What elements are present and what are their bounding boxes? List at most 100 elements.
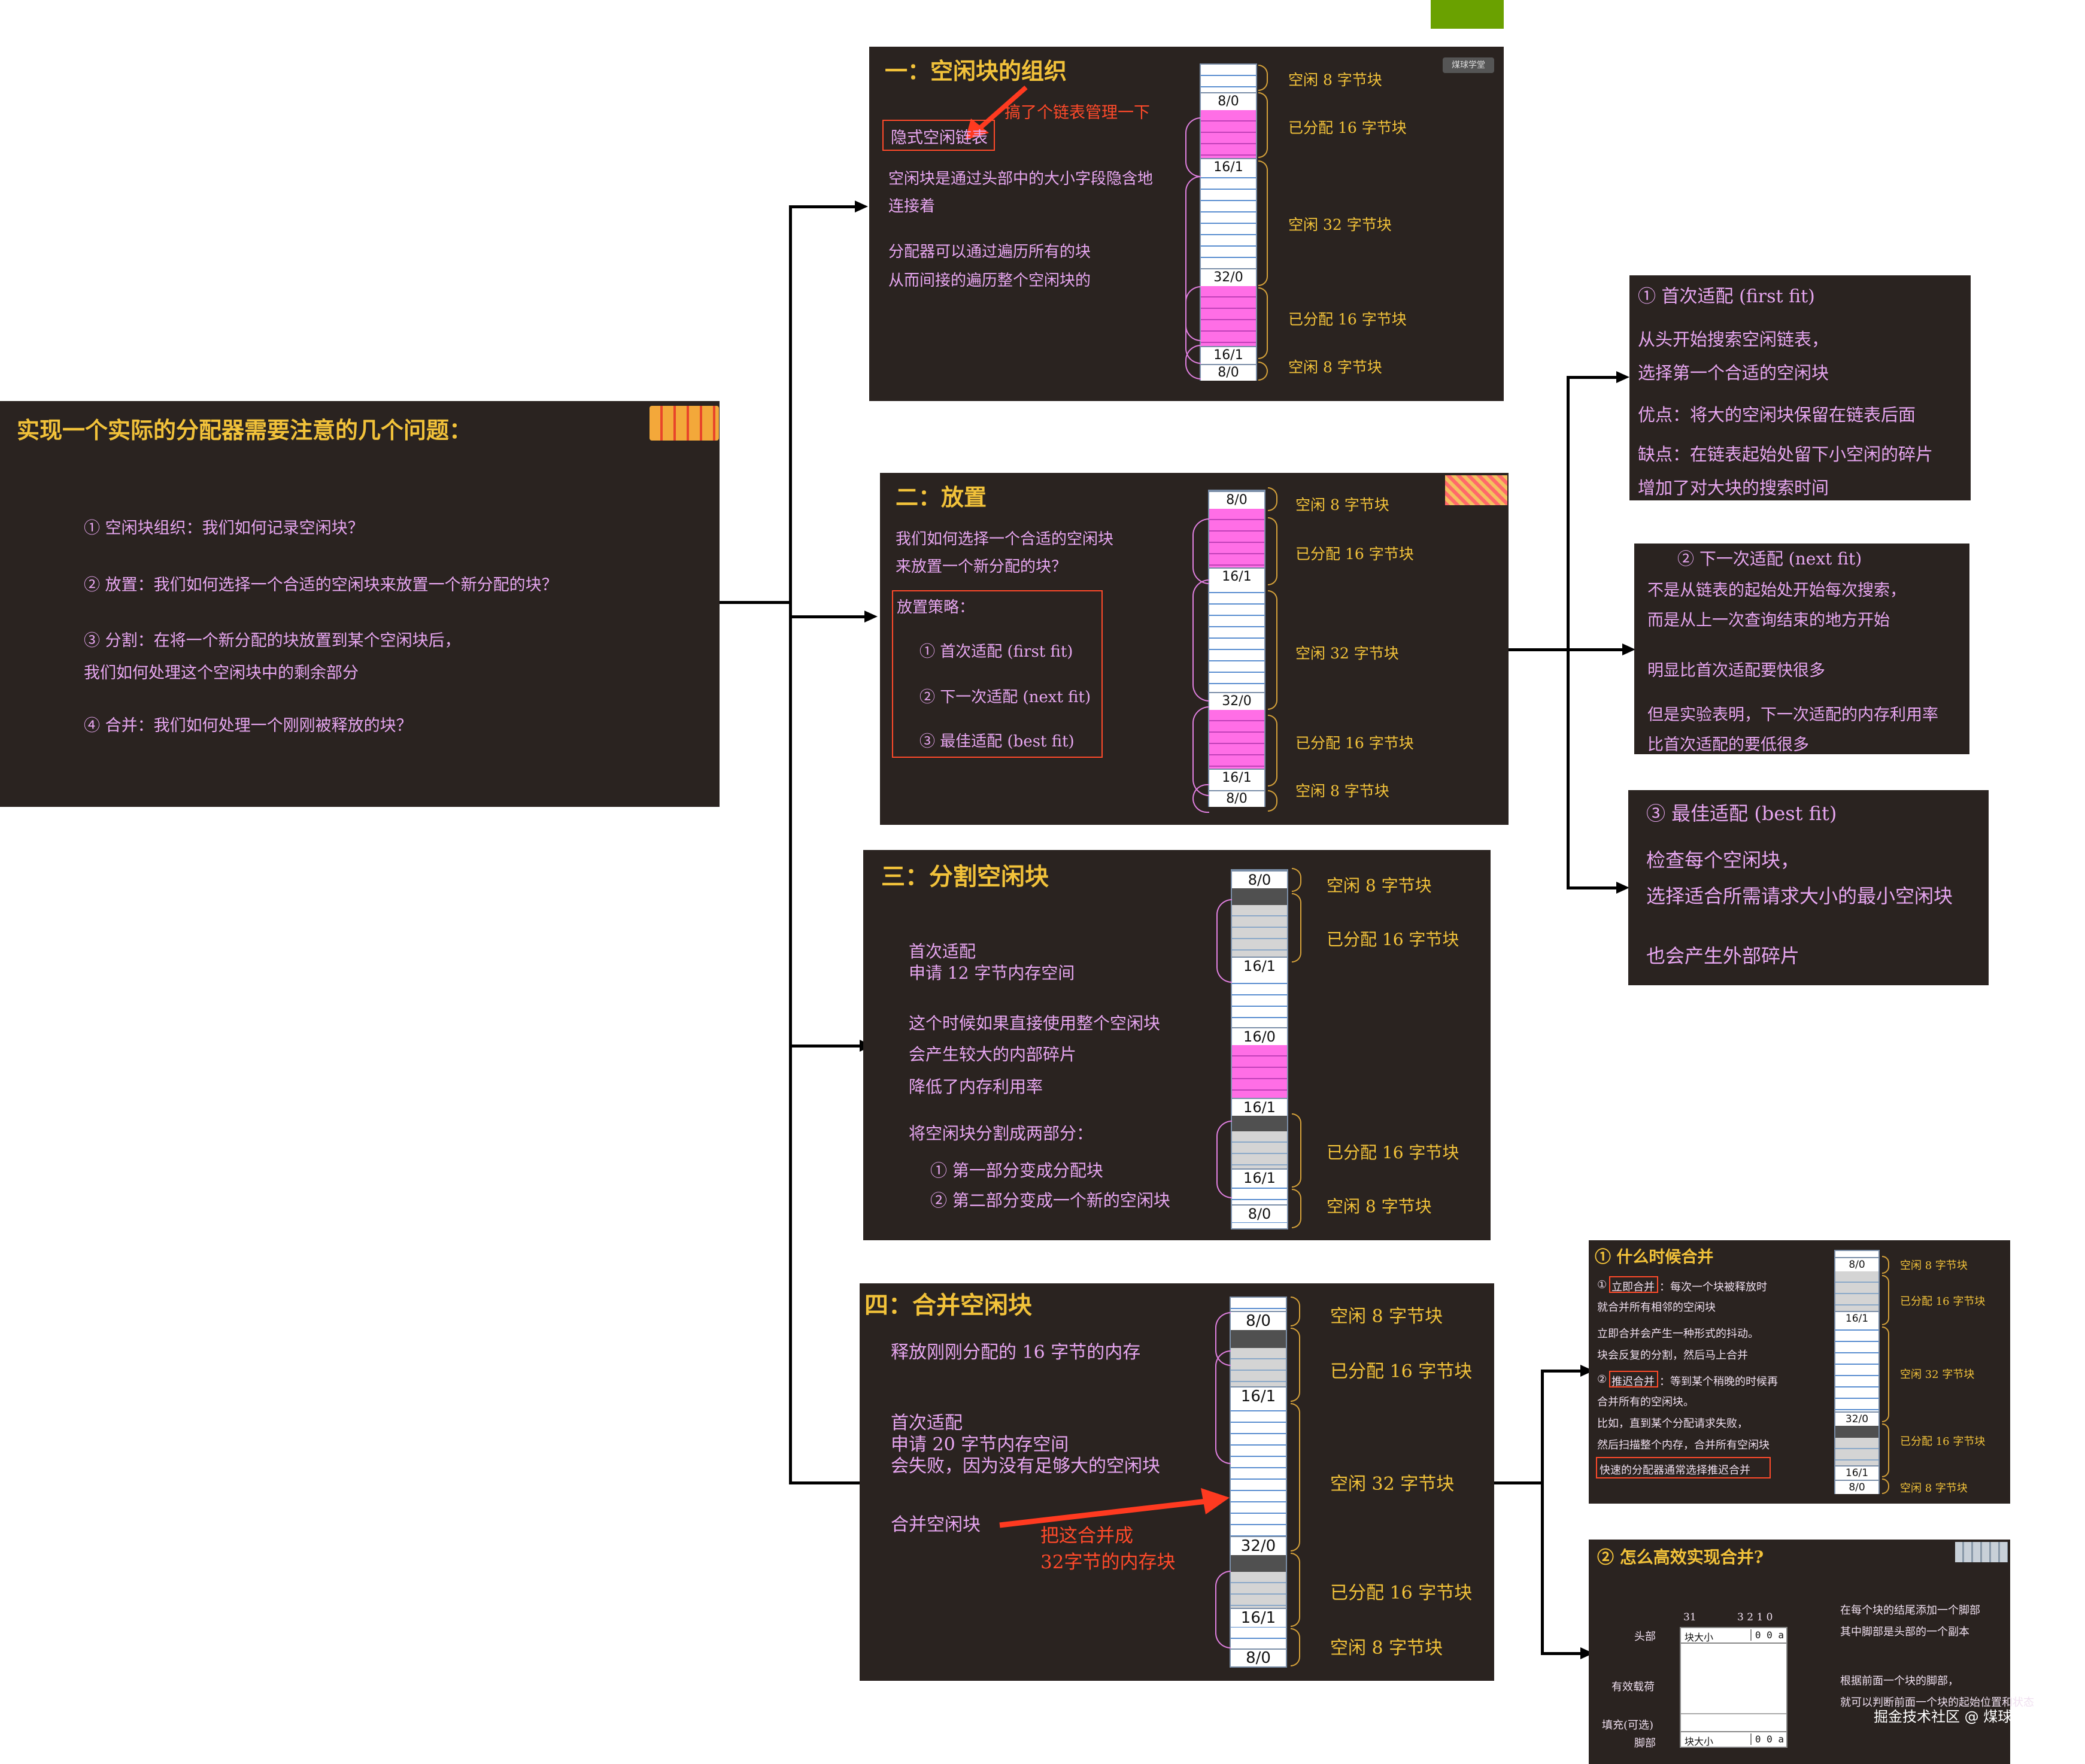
bf-l2: 选择适合所需请求大小的最小空闲块 bbox=[1646, 885, 1953, 907]
w1-size-label: 空闲 8 字节块 bbox=[1900, 1259, 1968, 1272]
s4-c1: 合并空闲块 bbox=[891, 1514, 981, 1535]
s1-block-label: 8/0 bbox=[1201, 92, 1256, 110]
s3-block-label: 8/0 bbox=[1232, 1204, 1287, 1222]
w1-alloc-block bbox=[1835, 1271, 1878, 1316]
main-item-4: ④ 合并：我们如何处理一个刚刚被释放的块？ bbox=[84, 716, 412, 735]
s3-header-block bbox=[1232, 888, 1287, 905]
w1-note-box bbox=[1596, 1457, 1771, 1478]
s4-alloc-block bbox=[1231, 1348, 1286, 1386]
w1-l6: 合并所有的空闲块。 bbox=[1597, 1396, 1694, 1408]
w2-pad-divider bbox=[1681, 1713, 1786, 1714]
s1-brace bbox=[1258, 160, 1268, 286]
w1-l9: 快速的分配器通常选择推迟合并 bbox=[1600, 1464, 1750, 1477]
nf-l3: 明显比首次适配要快很多 bbox=[1647, 661, 1825, 680]
ff-l2: 选择第一个合适的空闲块 bbox=[1638, 363, 1829, 383]
s1-size-label: 已分配 16 字节块 bbox=[1288, 119, 1407, 136]
w2-header-flags: 0 0 a bbox=[1750, 1629, 1784, 1641]
connector-to-s4 bbox=[789, 1481, 860, 1484]
arrowhead-s1 bbox=[855, 201, 868, 212]
arrowhead-nf bbox=[1622, 643, 1635, 655]
s2-q2: 来放置一个新分配的块？ bbox=[896, 558, 1067, 576]
s3-block-label: 16/1 bbox=[1232, 1098, 1287, 1116]
s2-memory-column: 8/0 16/1 32/0 16/1 8/0 bbox=[1208, 490, 1265, 807]
s4-header-block bbox=[1231, 1330, 1286, 1348]
watermark-badge: 煤球学堂 bbox=[1443, 57, 1494, 73]
s4-block-label: 8/0 bbox=[1231, 1311, 1286, 1330]
s2-alloc-block bbox=[1209, 710, 1264, 776]
s2-link-brace bbox=[1192, 706, 1209, 796]
s3-block-label: 16/1 bbox=[1232, 957, 1287, 974]
w1-block-label: 16/1 bbox=[1835, 1311, 1878, 1325]
w1-size-label: 空闲 8 字节块 bbox=[1900, 1482, 1968, 1495]
s2-title: 二：放置 bbox=[896, 484, 987, 511]
s3-link-brace bbox=[1216, 1121, 1232, 1198]
s3-size-label: 已分配 16 字节块 bbox=[1327, 1143, 1459, 1162]
s4-brace bbox=[1291, 1297, 1300, 1326]
s1-brace bbox=[1258, 92, 1268, 158]
connector-to-s2 bbox=[789, 615, 864, 618]
s3-link-brace bbox=[1216, 899, 1232, 983]
w1-immediate-box bbox=[1609, 1276, 1658, 1293]
s3-alloc-block bbox=[1232, 905, 1287, 961]
s3-brace bbox=[1292, 1113, 1301, 1188]
connector-to-bf bbox=[1567, 886, 1624, 889]
s1-size-label: 空闲 8 字节块 bbox=[1288, 359, 1382, 376]
s1-red-arrow bbox=[965, 85, 1028, 140]
nf-l5: 比首次适配的要低很多 bbox=[1647, 736, 1809, 754]
s4-size-label: 空闲 32 字节块 bbox=[1330, 1474, 1455, 1495]
s4-block-label: 8/0 bbox=[1231, 1648, 1286, 1666]
w2-footer-size: 块大小 bbox=[1685, 1736, 1714, 1747]
s3-a1: 首次适配 bbox=[909, 942, 976, 961]
s1-size-label: 空闲 32 字节块 bbox=[1288, 216, 1392, 233]
connector-s2-out bbox=[1509, 648, 1568, 651]
s4-block-label: 16/1 bbox=[1231, 1608, 1286, 1627]
main-title: 实现一个实际的分配器需要注意的几个问题： bbox=[17, 417, 472, 444]
s4-red-note-1: 把这合并成 bbox=[1040, 1525, 1133, 1547]
s4-block-label: 32/0 bbox=[1231, 1536, 1286, 1555]
s1-block-label: 16/1 bbox=[1201, 158, 1256, 176]
s2-brace bbox=[1268, 790, 1277, 812]
s4-red-note-2: 32字节的内存块 bbox=[1040, 1552, 1176, 1573]
arrowhead-ff bbox=[1616, 371, 1629, 383]
s3-b2: 会产生较大的内部碎片 bbox=[909, 1045, 1077, 1064]
w1-deferred-box bbox=[1609, 1371, 1658, 1387]
bf-l1: 检查每个空闲块， bbox=[1646, 849, 1800, 872]
s3-size-label: 空闲 8 字节块 bbox=[1327, 876, 1432, 895]
connector-coalesce-trunk bbox=[1541, 1370, 1544, 1655]
main-item-3a: ③ 分割：在将一个新分配的块放置到某个空闲块后， bbox=[84, 631, 461, 650]
main-item-3b: 我们如何处理这个空闲块中的剩余部分 bbox=[84, 664, 359, 682]
arrowhead-bf bbox=[1616, 882, 1629, 894]
w1-l7: 比如，直到某个分配请求失败， bbox=[1597, 1417, 1748, 1430]
w1-header-block bbox=[1835, 1426, 1878, 1438]
slide-how-to-coalesce: ② 怎么高效实现合并? 31 3 2 1 0 头部 有效载荷 填充(可选) 脚部… bbox=[1589, 1540, 2041, 1764]
w1-memory-column: 8/0 16/1 32/0 16/1 8/0 bbox=[1834, 1250, 1880, 1494]
s2-brace bbox=[1268, 487, 1277, 511]
s3-size-label: 空闲 8 字节块 bbox=[1327, 1197, 1432, 1216]
s3-title: 三：分割空闲块 bbox=[881, 863, 1049, 891]
w2-bits-high: 31 bbox=[1683, 1611, 1696, 1623]
s4-size-label: 空闲 8 字节块 bbox=[1330, 1638, 1443, 1659]
s4-size-label: 空闲 8 字节块 bbox=[1330, 1306, 1443, 1327]
slide-free-block-organization: 一：空闲块的组织 煤球学堂 搞了个链表管理一下 隐式空闲链表 空闲块是通过头部中… bbox=[869, 47, 1504, 401]
w1-block-label: 8/0 bbox=[1835, 1257, 1878, 1271]
w1-l8: 然后扫描整个内存，合并所有空闲块 bbox=[1597, 1439, 1770, 1452]
w1-l5b: 推迟合并 bbox=[1611, 1376, 1655, 1388]
s4-size-label: 已分配 16 字节块 bbox=[1330, 1583, 1473, 1604]
s1-boxed-label-box bbox=[882, 120, 995, 151]
w1-block-label: 32/0 bbox=[1835, 1411, 1878, 1426]
s1-brace bbox=[1258, 362, 1268, 381]
s3-alloc-block bbox=[1232, 1131, 1287, 1168]
w2-n2: 其中脚部是头部的一个副本 bbox=[1840, 1626, 1969, 1638]
connector-to-s3 bbox=[789, 1045, 860, 1048]
s1-block-label: 16/1 bbox=[1201, 346, 1256, 364]
s3-header-block bbox=[1232, 1116, 1287, 1131]
s3-block-label: 8/0 bbox=[1232, 870, 1287, 888]
w2-pad-label: 填充(可选) bbox=[1602, 1719, 1654, 1732]
connector-policy-trunk bbox=[1567, 376, 1570, 889]
s1-boxed-label: 隐式空闲链表 bbox=[891, 129, 988, 147]
s1-p2a: 分配器可以通过遍历所有的块 bbox=[888, 243, 1091, 261]
connector-main-out bbox=[720, 601, 790, 604]
s3-a2: 申请 12 字节内存空间 bbox=[909, 963, 1075, 983]
s2-size-label: 空闲 32 字节块 bbox=[1295, 645, 1399, 662]
w1-l5a: ② bbox=[1597, 1373, 1607, 1386]
